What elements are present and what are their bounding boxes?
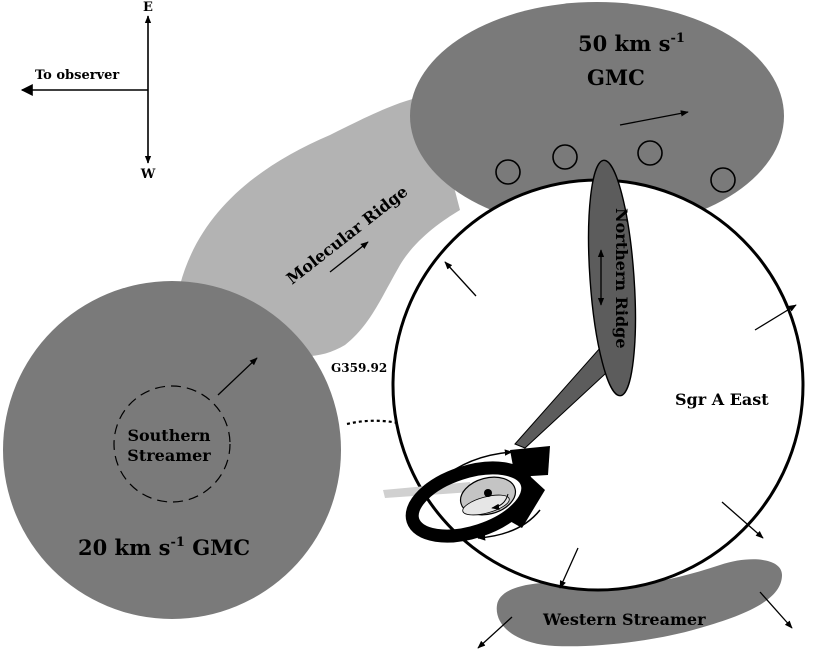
- gmc20-label: 20 km s-1 GMC: [78, 535, 250, 560]
- molecular-ridge-shape: [180, 95, 460, 357]
- gmc-20-cloud: [3, 281, 341, 619]
- expansion-arrow: [754, 304, 797, 331]
- gmc20-motion-arrow: [217, 357, 258, 396]
- compass-west-label: W: [140, 167, 156, 182]
- g359-label: G359.92: [331, 361, 387, 375]
- northern-ridge-shape: [587, 159, 637, 397]
- rotation-arrow-bottom: [477, 509, 541, 541]
- clump: [552, 144, 578, 170]
- gmc-50-cloud: [410, 2, 784, 230]
- clump: [710, 167, 736, 193]
- motion-arrows: [217, 110, 797, 649]
- compass-east-label: E: [143, 0, 153, 15]
- inner-rotation-arrow: [491, 493, 509, 511]
- expansion-arrow: [721, 501, 764, 539]
- ridge-motion-arrow: [329, 241, 369, 273]
- southern-streamer-label-1: Southern: [127, 426, 210, 445]
- southern-streamer-label-2: Streamer: [127, 446, 211, 465]
- rotation-arrow-top: [439, 449, 513, 481]
- sgr-a-east-label: Sgr A East: [675, 390, 769, 409]
- cnd-outer-ring: [405, 461, 535, 543]
- cloud-clumps: [495, 140, 736, 193]
- clump: [495, 159, 521, 185]
- clump: [637, 140, 663, 166]
- plus-sign: +: [420, 482, 431, 497]
- mini-cavity: [462, 494, 510, 516]
- circumnuclear-disk: [383, 446, 550, 543]
- expansion-arrow: [477, 616, 513, 649]
- western-streamer-shape: [496, 559, 782, 647]
- northern-ridge-label: Northern Ridge: [612, 208, 631, 349]
- southern-streamer-outline: [113, 385, 231, 503]
- expansion-arrow: [759, 591, 793, 629]
- gmc50-motion-arrow: [619, 110, 689, 126]
- sgr-a-star: [484, 489, 492, 497]
- g359-dotted-connector: [346, 419, 399, 426]
- compass-rose: [20, 15, 152, 164]
- gmc50-name-label: GMC: [587, 65, 645, 90]
- expansion-arrow: [444, 261, 477, 297]
- western-streamer-label: Western Streamer: [542, 610, 706, 629]
- to-observer-label: To observer: [35, 68, 119, 83]
- expansion-arrow: [559, 547, 579, 589]
- gmc50-velocity-label: 50 km s-1: [578, 31, 685, 56]
